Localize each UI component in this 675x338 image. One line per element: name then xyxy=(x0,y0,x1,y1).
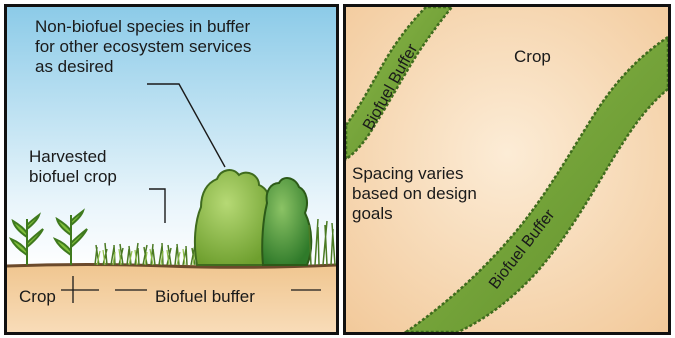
soil xyxy=(7,265,336,332)
plan-view-panel: Crop Spacing varies based on design goal… xyxy=(343,4,671,335)
tree xyxy=(261,177,313,266)
label-crop: Crop xyxy=(514,47,551,66)
leader-line-harvested xyxy=(149,188,166,223)
crop-dimension-line xyxy=(61,276,99,303)
annotation-harvested-crop: Harvested biofuel crop xyxy=(29,147,117,186)
label-biofuel-buffer: Biofuel buffer xyxy=(155,287,255,306)
label-crop: Crop xyxy=(19,287,56,306)
biofuel-buffer-band-lower xyxy=(403,35,668,332)
annotation-non-biofuel-species: Non-biofuel species in buffer for other … xyxy=(35,17,252,76)
leader-line-species xyxy=(147,83,226,168)
annotation-spacing: Spacing varies based on design goals xyxy=(352,164,477,223)
plan-view-illustration xyxy=(346,7,668,332)
grass-highlights xyxy=(96,248,196,266)
side-view-illustration xyxy=(7,7,336,332)
tall-grass xyxy=(308,218,336,266)
biofuel-buffer-band-upper xyxy=(346,7,454,161)
corn-plant xyxy=(52,208,88,265)
side-view-panel: Non-biofuel species in buffer for other … xyxy=(4,4,339,335)
ground-line xyxy=(7,263,336,269)
corn-plant xyxy=(8,212,44,265)
